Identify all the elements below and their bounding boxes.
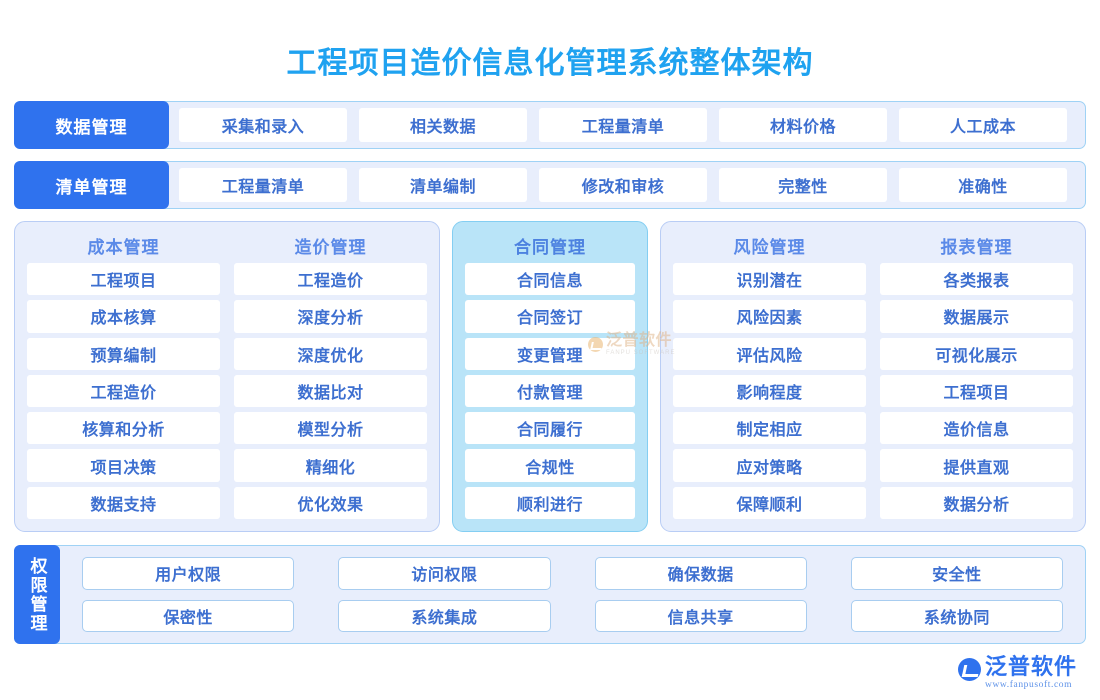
panel-column-contract-management: 合同管理 合同信息 合同签订 变更管理 付款管理 合同履行 合规性 顺利进行 [465,231,635,519]
row-badge-list-management[interactable]: 清单管理 [14,161,169,209]
panel-card[interactable]: 各类报表 [880,263,1073,296]
panel-risk-and-report: 风险管理 识别潜在 风险因素 评估风险 影响程度 制定相应 应对策略 保障顺利 … [660,221,1086,532]
row-card[interactable]: 人工成本 [899,108,1067,142]
panel-header: 合同管理 [514,237,586,257]
panel-card[interactable]: 工程项目 [880,374,1073,408]
panel-card[interactable]: 核算和分析 [27,412,220,445]
row-card[interactable]: 修改和审核 [539,168,707,202]
panel-header: 风险管理 [733,237,806,257]
panel-card[interactable]: 精细化 [234,449,427,482]
panel-card[interactable]: 合同签订 [465,300,635,333]
panel-card[interactable]: 数据分析 [880,486,1073,519]
row-permission-management: 权限管理 用户权限 访问权限 确保数据 安全性 保密性 系统集成 信息共享 系统… [14,545,1086,644]
panel-column-report-management: 报表管理 各类报表 数据展示 可视化展示 工程项目 造价信息 提供直观 数据分析 [880,231,1073,519]
permission-item-grid: 用户权限 访问权限 确保数据 安全性 保密性 系统集成 信息共享 系统协同 [60,546,1085,643]
panel-card[interactable]: 可视化展示 [880,337,1073,370]
panel-card[interactable]: 合同履行 [465,412,635,445]
panel-card[interactable]: 工程项目 [27,263,220,296]
panel-card[interactable]: 保障顺利 [673,486,866,519]
panel-card[interactable]: 工程造价 [234,263,427,296]
panel-card[interactable]: 变更管理 [465,337,635,370]
panel-card[interactable]: 项目决策 [27,449,220,482]
row-badge-permission-label: 权限管理 [27,556,47,633]
permission-card[interactable]: 系统集成 [338,599,551,632]
permission-card[interactable]: 信息共享 [594,599,807,632]
brand-url: www.fanpusoft.com [985,680,1073,690]
panel-header: 报表管理 [940,237,1013,257]
panel-card[interactable]: 预算编制 [27,337,220,370]
panel-card[interactable]: 合同信息 [465,263,635,296]
panel-card[interactable]: 影响程度 [673,374,866,408]
panel-card[interactable]: 应对策略 [673,449,866,482]
permission-card[interactable]: 系统协同 [850,599,1063,632]
panel-card[interactable]: 造价信息 [880,412,1073,445]
panel-card[interactable]: 数据展示 [880,300,1073,333]
panel-header: 造价管理 [294,237,367,257]
panel-card[interactable]: 数据支持 [27,486,220,519]
permission-card[interactable]: 用户权限 [82,557,295,590]
panel-card[interactable]: 工程造价 [27,374,220,408]
row-card[interactable]: 清单编制 [359,168,527,202]
permission-card[interactable]: 保密性 [82,599,295,632]
brand-name: 泛普软件 [985,654,1078,679]
row-badge-permission-management[interactable]: 权限管理 [14,545,60,644]
panel-item-list: 工程造价 深度分析 深度优化 数据比对 模型分析 精细化 优化效果 [234,263,427,519]
panel-column-pricing-management: 造价管理 工程造价 深度分析 深度优化 数据比对 模型分析 精细化 优化效果 [234,231,427,519]
panel-card[interactable]: 数据比对 [234,374,427,408]
panel-card[interactable]: 付款管理 [465,374,635,408]
panel-item-list: 工程项目 成本核算 预算编制 工程造价 核算和分析 项目决策 数据支持 [27,263,220,519]
panel-cost-and-pricing: 成本管理 工程项目 成本核算 预算编制 工程造价 核算和分析 项目决策 数据支持… [14,221,440,532]
row-card[interactable]: 工程量清单 [539,108,707,142]
panel-item-list: 各类报表 数据展示 可视化展示 工程项目 造价信息 提供直观 数据分析 [880,263,1073,519]
permission-card[interactable]: 安全性 [850,557,1063,590]
row-badge-data-management[interactable]: 数据管理 [14,101,169,149]
panel-contract-management: 合同管理 合同信息 合同签订 变更管理 付款管理 合同履行 合规性 顺利进行 [452,221,648,532]
panel-card[interactable]: 优化效果 [234,486,427,519]
panel-card[interactable]: 提供直观 [880,449,1073,482]
row-data-management: 数据管理 采集和录入 相关数据 工程量清单 材料价格 人工成本 [14,101,1086,149]
panel-item-list: 合同信息 合同签订 变更管理 付款管理 合同履行 合规性 顺利进行 [465,263,635,519]
row-card[interactable]: 准确性 [899,168,1067,202]
fanpu-logo-icon [958,658,981,681]
panel-card[interactable]: 风险因素 [673,300,866,333]
panel-column-risk-management: 风险管理 识别潜在 风险因素 评估风险 影响程度 制定相应 应对策略 保障顺利 [673,231,866,519]
panel-card[interactable]: 模型分析 [234,412,427,445]
page-title: 工程项目造价信息化管理系统整体架构 [286,47,814,80]
permission-card[interactable]: 确保数据 [594,557,807,590]
brand-logo: 泛普软件 www.fanpusoft.com [958,656,1077,691]
row-items-list-management: 工程量清单 清单编制 修改和审核 完整性 准确性 [169,162,1085,208]
panel-card[interactable]: 深度优化 [234,337,427,370]
row-list-management: 清单管理 工程量清单 清单编制 修改和审核 完整性 准确性 [14,161,1086,209]
row-card[interactable]: 采集和录入 [179,108,347,142]
panel-card[interactable]: 顺利进行 [465,486,635,519]
row-items-data-management: 采集和录入 相关数据 工程量清单 材料价格 人工成本 [169,102,1085,148]
row-card[interactable]: 相关数据 [359,108,527,142]
row-card[interactable]: 材料价格 [719,108,887,142]
panel-header: 成本管理 [87,237,160,257]
panel-card[interactable]: 合规性 [465,449,635,482]
panel-card[interactable]: 深度分析 [234,300,427,333]
panel-group: 成本管理 工程项目 成本核算 预算编制 工程造价 核算和分析 项目决策 数据支持… [14,221,1086,532]
row-card[interactable]: 完整性 [719,168,887,202]
panel-card[interactable]: 制定相应 [673,412,866,445]
panel-card[interactable]: 评估风险 [673,337,866,370]
permission-card[interactable]: 访问权限 [338,557,551,590]
panel-column-cost-management: 成本管理 工程项目 成本核算 预算编制 工程造价 核算和分析 项目决策 数据支持 [27,231,220,519]
row-card[interactable]: 工程量清单 [179,168,347,202]
panel-card[interactable]: 识别潜在 [673,263,866,296]
panel-card[interactable]: 成本核算 [27,300,220,333]
panel-item-list: 识别潜在 风险因素 评估风险 影响程度 制定相应 应对策略 保障顺利 [673,263,866,519]
brand-logo-text: 泛普软件 www.fanpusoft.com [985,656,1077,691]
